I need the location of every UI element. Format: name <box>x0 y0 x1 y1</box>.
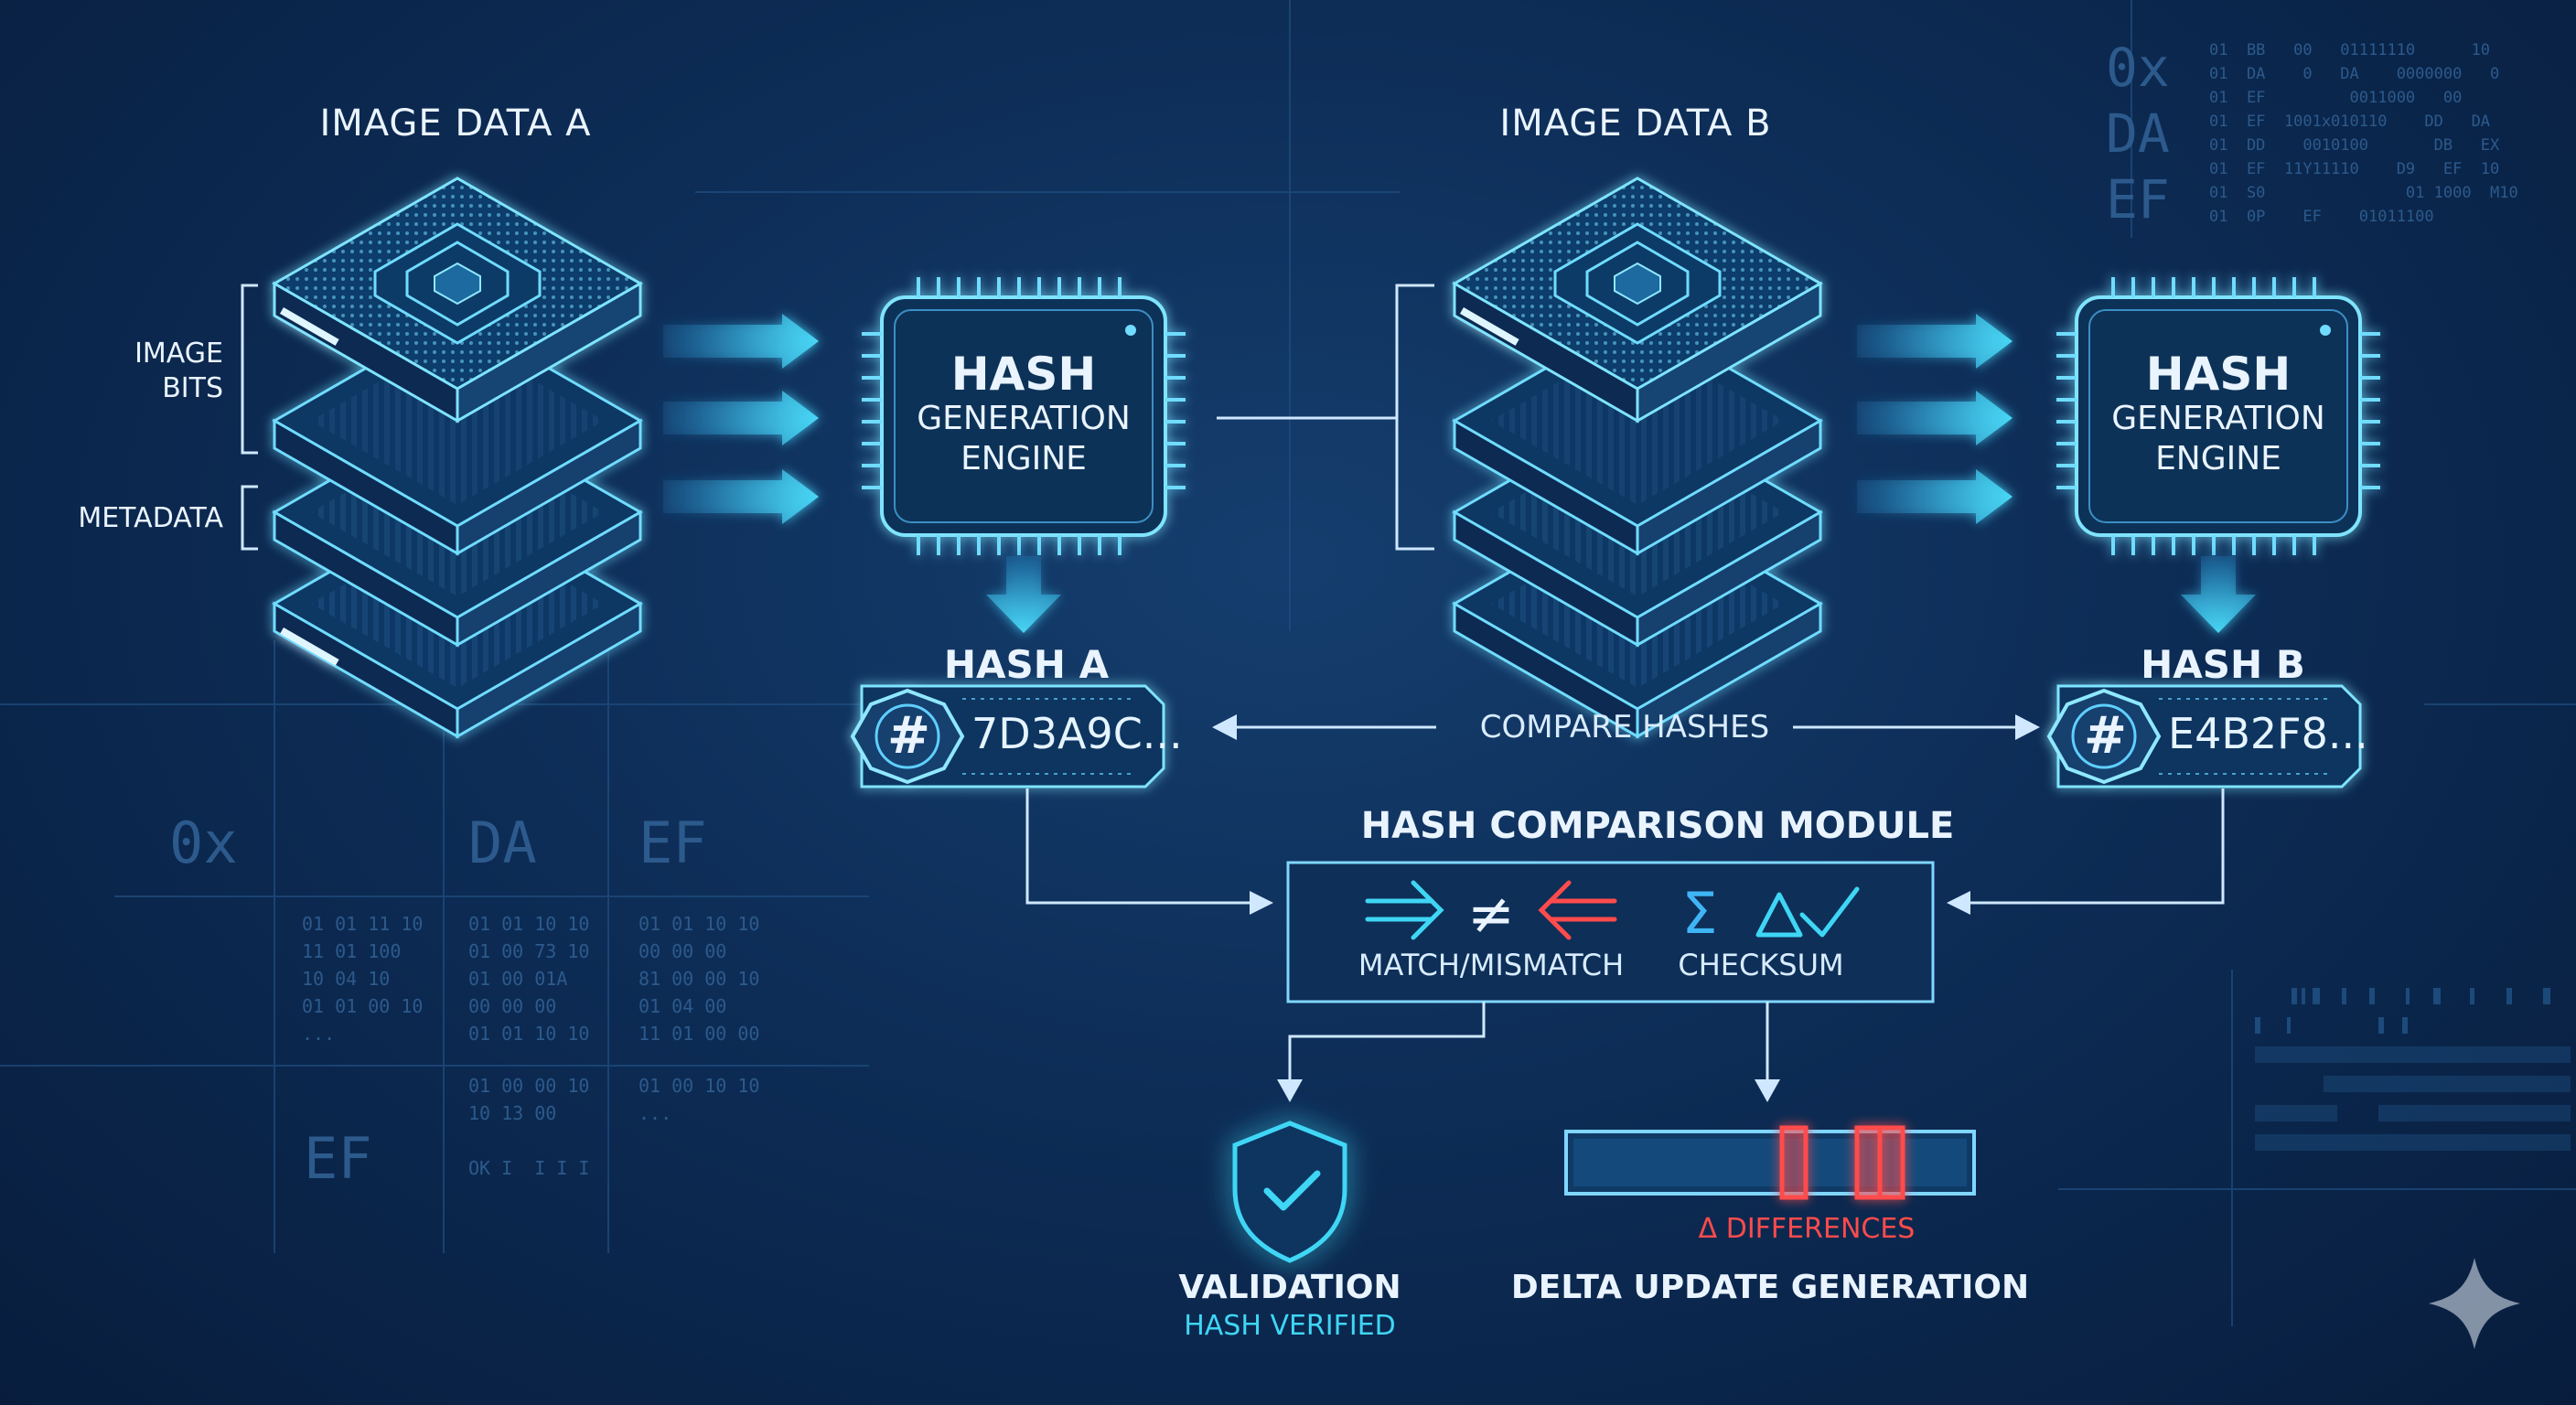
hash-b-title: HASH B <box>2141 642 2305 687</box>
sigma-icon: Σ <box>1681 880 1717 947</box>
image-data-b-stack <box>1453 177 1822 738</box>
module-title: HASH COMPARISON MODULE <box>1360 805 1955 847</box>
bg-hex-ef-2: EF <box>304 1125 372 1192</box>
engine-b-title: HASH <box>2145 348 2292 401</box>
hash-a-value: 7D3A9C... <box>971 709 1183 758</box>
bg-bits-col2: 01 01 10 10 01 00 73 10 01 00 01A 00 00 … <box>468 913 590 1045</box>
image-data-a-stack <box>273 177 642 738</box>
hash-b-symbol: # <box>2084 706 2127 766</box>
engine-a-subtitle: GENERATION ENGINE <box>917 400 1131 477</box>
hash-b-value: E4B2F8... <box>2168 709 2368 758</box>
bg-bits-col2b: 01 00 00 10 10 13 00 OK I I I I <box>468 1075 590 1179</box>
sparkle-logo-icon <box>2429 1258 2520 1349</box>
delta-icon <box>1755 892 1803 938</box>
checksum-label: CHECKSUM <box>1678 948 1844 982</box>
compare-hashes-arrows <box>1212 714 2040 740</box>
bg-bits-right: 01 BB 00 01111110 10 01 DA 0 DA 0000000 … <box>2209 41 2518 226</box>
bg-bits-col3b: 01 00 10 10 ... <box>639 1075 760 1124</box>
match-mismatch-label: MATCH/MISMATCH <box>1358 948 1625 982</box>
stack-b-bracket <box>1217 284 1434 551</box>
bg-hex-0x: 0x <box>169 810 238 876</box>
image-data-a-title: IMAGE DATA A <box>319 102 592 145</box>
bg-bits-col1: 01 01 11 10 11 01 100 10 04 10 01 01 00 … <box>302 913 424 1045</box>
hash-a-title: HASH A <box>943 642 1110 687</box>
image-bits-bracket <box>241 284 258 551</box>
delta-update-title: DELTA UPDATE GENERATION <box>1510 1269 2030 1306</box>
engine-a-title: HASH <box>950 348 1097 401</box>
match-arrow-right-icon <box>1365 880 1444 940</box>
delta-difference-markers <box>1779 1125 1905 1200</box>
image-data-b-title: IMAGE DATA B <box>1499 102 1772 145</box>
background-barcode <box>2255 988 2571 1151</box>
mismatch-arrow-left-icon <box>1538 880 1617 940</box>
delta-bar <box>1564 1130 1976 1196</box>
arrows-a-to-engine <box>663 314 819 524</box>
compare-hashes-label: COMPARE HASHES <box>1479 709 1770 745</box>
connectors-to-module <box>1025 788 2225 915</box>
not-equal-icon: ≠ <box>1467 880 1515 947</box>
bg-bits-col3: 01 01 10 10 00 00 00 81 00 00 10 01 04 0… <box>639 913 760 1045</box>
validation-title: VALIDATION <box>1178 1269 1401 1306</box>
module-output-connectors <box>1277 1002 1780 1102</box>
validation-subtitle: HASH VERIFIED <box>1184 1310 1396 1342</box>
bg-hex-ef: EF <box>639 810 707 876</box>
bg-hex-right: 0x DA EF <box>2106 37 2170 231</box>
differences-label: Δ DIFFERENCES <box>1698 1213 1916 1245</box>
metadata-label: METADATA <box>78 502 223 534</box>
arrows-b-to-engine <box>1857 314 2012 524</box>
hash-a-symbol: # <box>887 706 930 766</box>
bg-hex-da: DA <box>468 810 537 876</box>
image-bits-label: IMAGE BITS <box>134 338 223 404</box>
validation-shield-icon <box>1232 1121 1347 1263</box>
checkmark-icon <box>1799 886 1860 938</box>
engine-down-arrows <box>986 556 2256 633</box>
background-grid <box>0 0 2576 1326</box>
engine-b-subtitle: GENERATION ENGINE <box>2111 400 2325 477</box>
